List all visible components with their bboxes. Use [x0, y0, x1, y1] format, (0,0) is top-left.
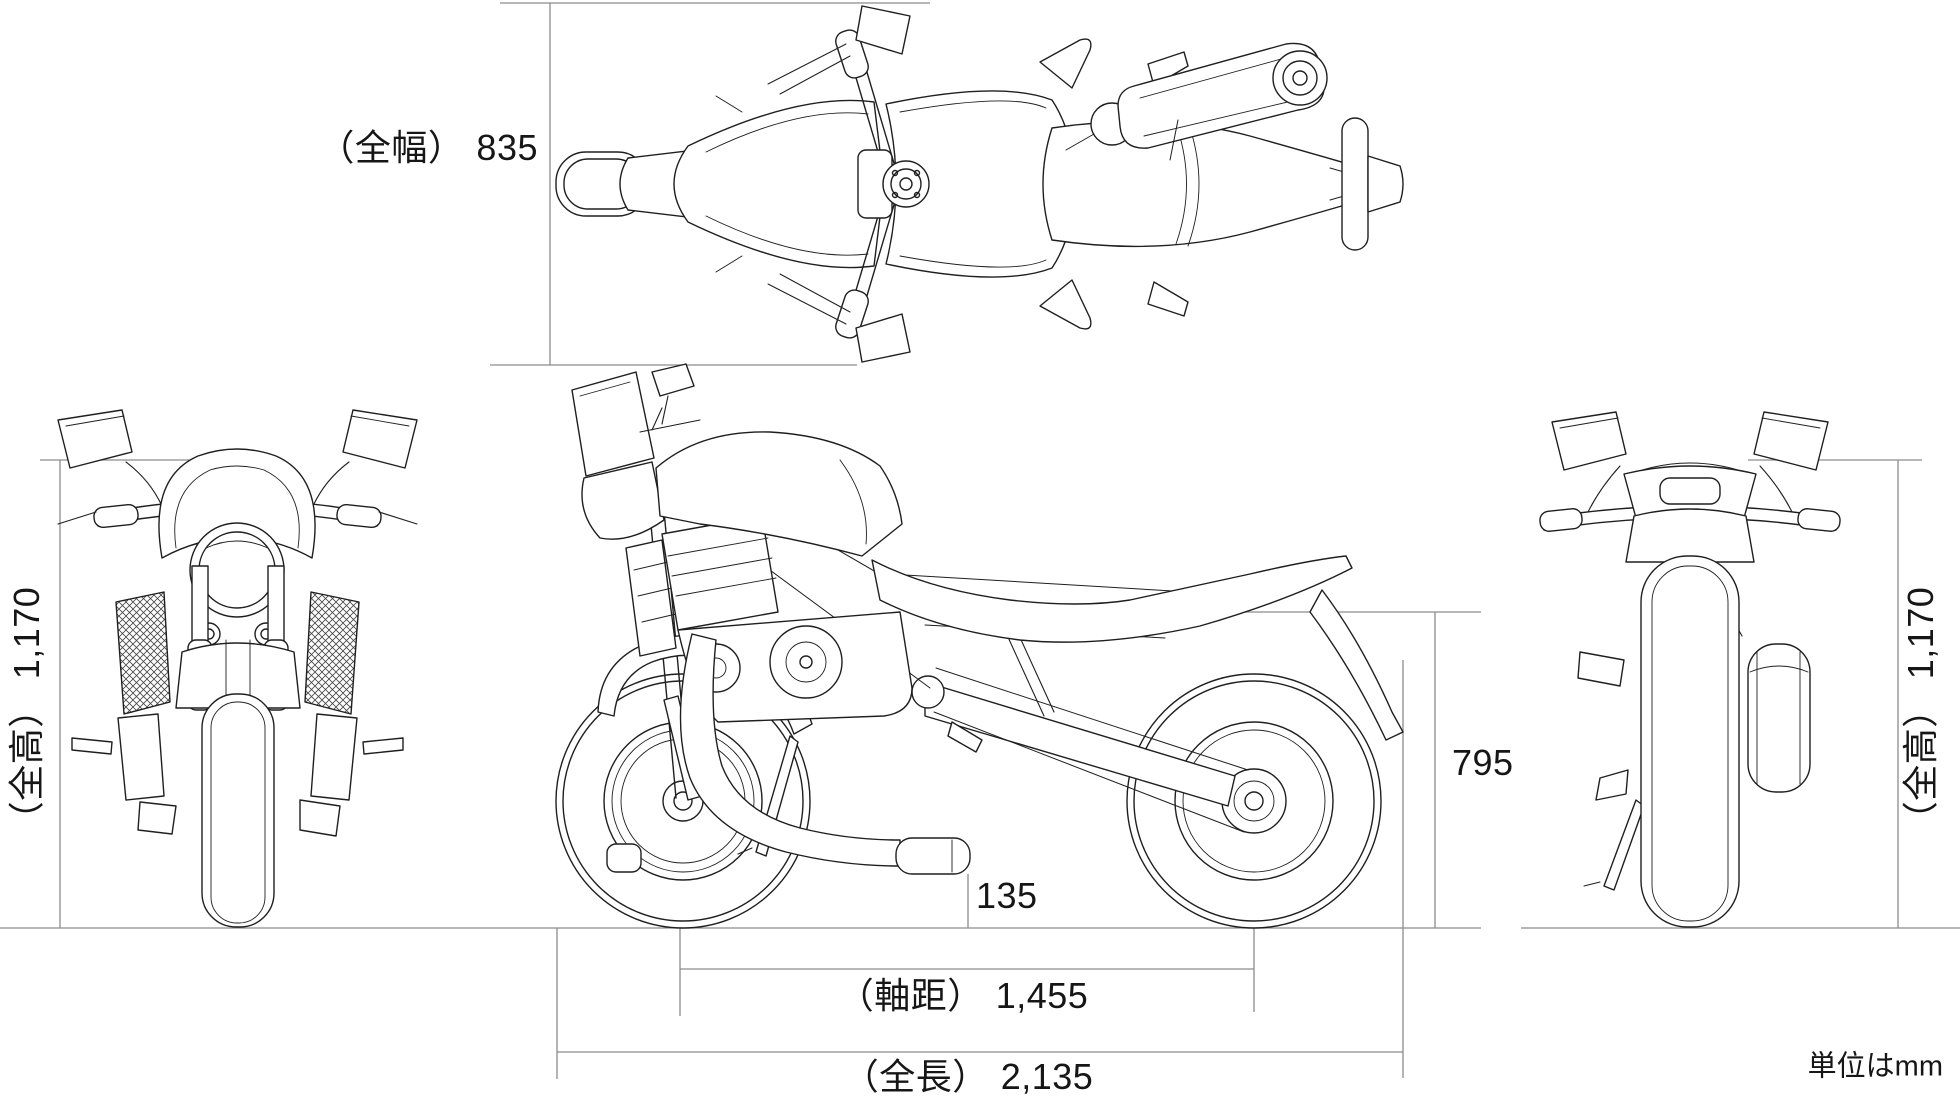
overall-height-right-caption: （全高） — [1900, 691, 1941, 838]
overall-length-caption: （全長） — [842, 1056, 989, 1097]
side-view-drawing — [555, 363, 1404, 929]
wheelbase-label: （軸距） 1,455 — [838, 978, 1089, 1014]
overall-height-left-caption: （全高） — [6, 691, 47, 838]
overall-length-label: （全長） 2,135 — [843, 1059, 1094, 1095]
overall-length-value: 2,135 — [1000, 1056, 1094, 1097]
wheelbase-value: 1,455 — [995, 975, 1089, 1016]
ground-clearance-value: 135 — [976, 875, 1038, 916]
wheelbase-caption: （軸距） — [837, 975, 984, 1016]
seat-height-label: 795 — [1452, 745, 1514, 781]
overall-width-caption: （全幅） — [318, 127, 465, 168]
overall-height-right-label: （全高） 1,170 — [1900, 586, 1941, 838]
top-view-drawing — [555, 5, 1404, 363]
ground-clearance-label: 135 — [976, 878, 1038, 914]
front-view-drawing — [57, 409, 418, 928]
overall-height-right-value: 1,170 — [1900, 586, 1941, 680]
rear-view-drawing — [1539, 411, 1841, 928]
unit-note: 単位はmm — [1807, 1050, 1943, 1083]
overall-width-value: 835 — [476, 127, 538, 168]
overall-height-left-value: 1,170 — [6, 586, 47, 680]
seat-height-value: 795 — [1452, 742, 1514, 783]
overall-width-label: （全幅） 835 — [318, 130, 538, 166]
overall-height-left-label: （全高） 1,170 — [6, 586, 47, 838]
